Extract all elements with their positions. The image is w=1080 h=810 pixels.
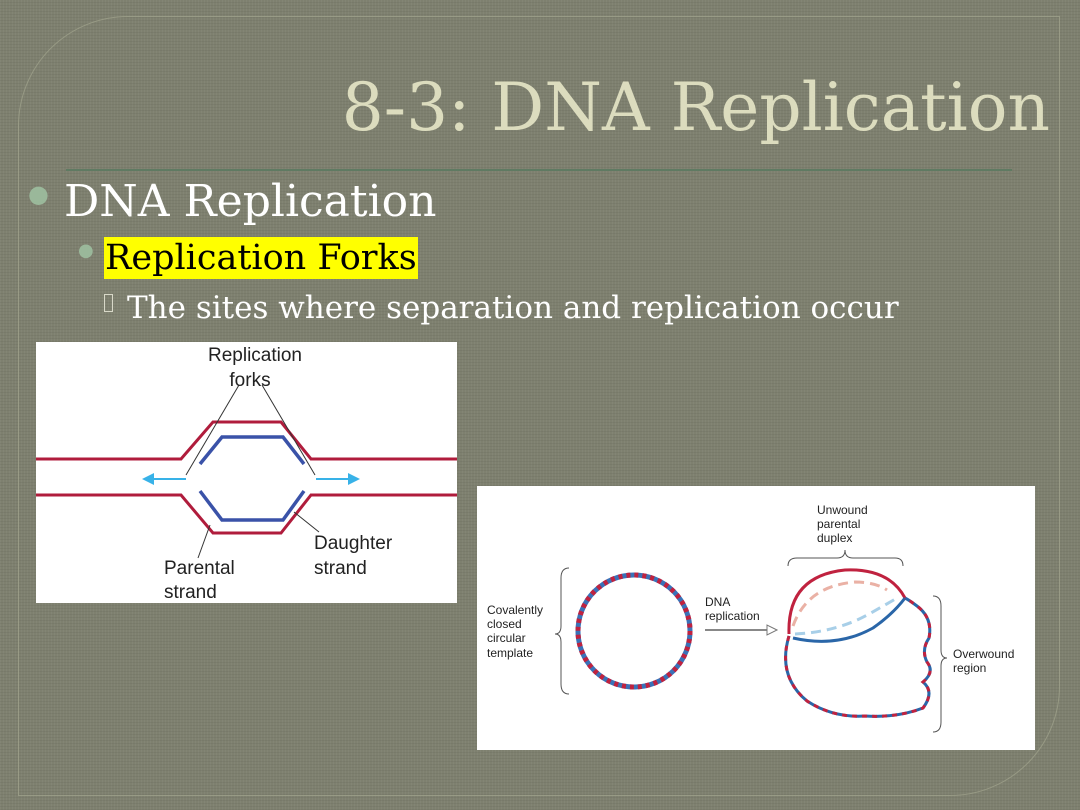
unwound-label-line1: Unwound (817, 503, 868, 517)
replication-arrow-head-icon (766, 624, 779, 636)
parental-strand-lower (792, 597, 907, 643)
overwound-bracket (932, 595, 948, 733)
bullet-level1: DNA Replication (64, 176, 437, 227)
replication-forks-figure: Replication forks Daughter strand Parent… (36, 342, 457, 603)
bullet-level2-highlighted: Replication Forks (104, 237, 418, 279)
template-label-line2: closed (487, 617, 522, 631)
left-arrow-head-icon (142, 473, 154, 485)
parental-leader (197, 524, 211, 559)
daughter-label-line2: strand (314, 558, 367, 579)
parental-strand-upper (787, 568, 907, 635)
daughter-strand-top (198, 435, 306, 466)
unwound-label-line2: parental (817, 517, 860, 531)
slide-frame (18, 16, 1060, 796)
fork-leader-left (185, 384, 240, 476)
daughter-strand-lower (794, 596, 898, 636)
template-bracket (554, 567, 570, 695)
parental-strand-top (36, 420, 457, 461)
bullet-dot-icon: ● (78, 240, 94, 261)
parental-label-line1: Parental (164, 558, 235, 579)
template-label-line3: circular (487, 631, 526, 645)
parental-label-line2: strand (164, 582, 217, 603)
circular-replication-diagram: Covalently closed circular template DNA … (487, 503, 1014, 733)
template-label-line4: template (487, 646, 533, 660)
bullet-level3: The sites where separation and replicati… (127, 290, 899, 326)
overwound-label-line2: region (953, 661, 986, 675)
overwound-label-line1: Overwound (953, 647, 1014, 661)
unwound-bracket (787, 549, 904, 567)
forks-label-line2: forks (229, 370, 270, 391)
bullet-box-icon (104, 294, 113, 312)
circular-template-red (575, 572, 693, 690)
slide-title: 8-3: DNA Replication (341, 69, 1050, 146)
daughter-leader (293, 511, 320, 533)
overwound-loop-red (784, 596, 932, 718)
replication-forks-diagram: Replication forks Daughter strand Parent… (36, 345, 457, 603)
parental-strand-bottom (36, 493, 457, 535)
overwound-loop-blue (784, 596, 932, 718)
arrow-label-line1: DNA (705, 595, 730, 609)
daughter-label-line1: Daughter (314, 533, 393, 554)
title-divider (66, 169, 1012, 171)
bullet-dot-icon: ● (28, 180, 49, 208)
template-label-line1: Covalently (487, 603, 543, 617)
right-arrow-head-icon (348, 473, 360, 485)
unwound-label-line3: duplex (817, 531, 852, 545)
daughter-strand-upper (791, 580, 888, 627)
fork-leader-right (261, 384, 316, 476)
arrow-label-line2: replication (705, 609, 760, 623)
daughter-strand-bottom (198, 489, 306, 522)
circular-replication-figure: Covalently closed circular template DNA … (477, 486, 1035, 750)
forks-label-line1: Replication (208, 345, 302, 366)
